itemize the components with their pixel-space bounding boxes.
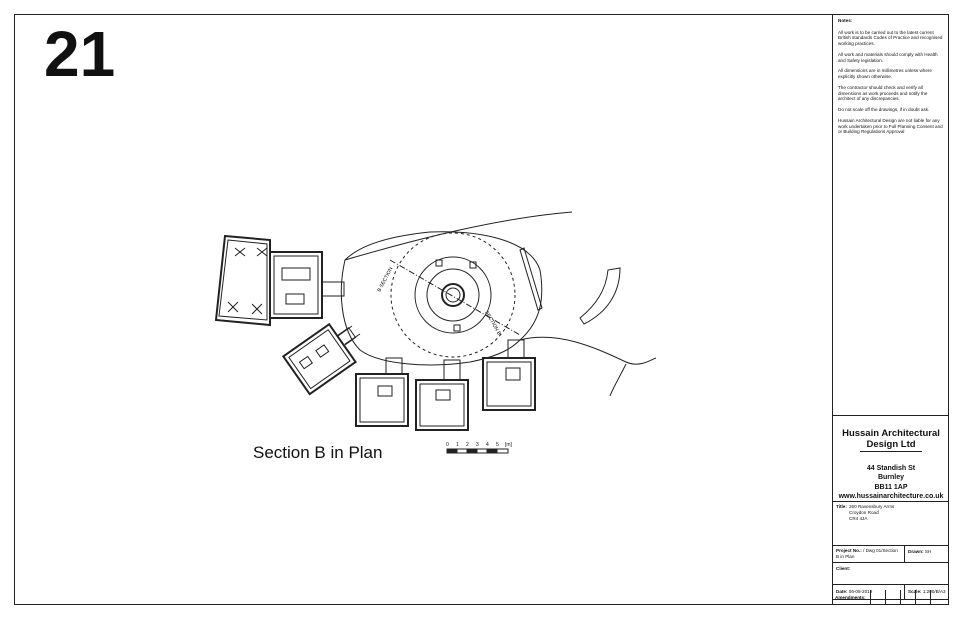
notes-section: Notes: All work is to be carried out to …	[833, 15, 949, 415]
section-label-left: B SECTION	[376, 266, 394, 293]
site-boundary-top	[344, 211, 573, 261]
pod-mid-left	[281, 322, 357, 396]
scale-label: Scale:	[908, 589, 922, 594]
plan-drawing: B SECTION SECTION B 0 1 2 3 4 5 [m]	[214, 211, 657, 454]
scale-tick: 0	[446, 442, 449, 448]
amendment-cell	[870, 590, 880, 605]
client-label: Client:	[836, 566, 851, 571]
ring-outer	[414, 256, 492, 334]
drawing-sheet-border	[14, 14, 949, 605]
drawn-label: Drawn:	[908, 549, 924, 554]
scale-tick: 3	[476, 442, 479, 448]
ring-mid	[426, 268, 480, 322]
scale-tick: 5	[496, 442, 499, 448]
amendments-label: Amendments:	[835, 595, 866, 600]
amendment-cell	[930, 590, 940, 605]
address-line1: 44 Standish St	[866, 464, 916, 472]
scale-tick: 4	[486, 442, 489, 448]
date-row: Date: 06-08-2019 Scale: 1:200/B/A3	[833, 584, 949, 600]
ring-inner	[441, 283, 465, 307]
amendment-cell	[885, 590, 895, 605]
company-website: www.hussainarchitecture.co.uk	[838, 493, 944, 501]
company-name-line1: Hussain Architectural	[842, 428, 940, 439]
amendments-row-divider	[833, 599, 949, 604]
pod-bottom-1	[355, 357, 409, 427]
project-row: Project No.: / Dwg 01/Section B in Plan …	[833, 545, 949, 563]
note-item: Hussain Architectural Design are not lia…	[838, 117, 943, 135]
amendment-cell	[900, 590, 910, 605]
site-boundary-lower	[609, 363, 627, 397]
address-line2: Burnley	[877, 474, 905, 482]
section-line	[389, 259, 521, 336]
title-line3: CR4 4JA	[849, 515, 868, 521]
title-block: Notes: All work is to be carried out to …	[832, 15, 949, 604]
address-line3: BB11 1AP	[874, 483, 908, 491]
scale-tick: 2	[466, 442, 469, 448]
title-row: Title: 260 Ravensbury Arms Croydon Road …	[833, 501, 949, 545]
scale-value: 1:200/B/A3	[922, 589, 946, 594]
date-label: Date:	[836, 589, 848, 594]
pod-left-large	[214, 234, 345, 327]
title-line2: Croydon Road	[849, 509, 879, 515]
note-item: All work and materials should comply wit…	[838, 51, 938, 63]
note-item: The contractor should check and verify a…	[838, 84, 928, 102]
title-line1: 260 Ravensbury Arms	[849, 504, 895, 509]
client-row: Client:	[833, 562, 949, 584]
note-item: All work is to be carried out to the lat…	[838, 29, 943, 47]
drawing-caption: Section B in Plan	[253, 443, 383, 462]
notes-header: Notes:	[838, 18, 853, 23]
drawn-value: SH	[924, 549, 932, 554]
project-label: Project No.:	[836, 548, 862, 553]
pod-bottom-3	[482, 339, 536, 411]
date-value: 06-08-2019	[848, 589, 873, 594]
company-name-line2: Design Ltd	[860, 439, 922, 452]
title-label: Title:	[836, 504, 847, 509]
dashed-circle	[390, 232, 516, 358]
note-item: Do not scale off the drawings, if in dou…	[838, 107, 930, 113]
company-section: Hussain Architectural Design Ltd 44 Stan…	[833, 415, 949, 501]
pod-bottom-2	[415, 359, 469, 431]
note-item: All dimensions are in millimetres unless…	[838, 68, 932, 80]
ring-core	[445, 287, 461, 303]
project-value: / Dwg 01/Section B in Plan	[836, 548, 898, 559]
slanted-bench	[519, 247, 543, 311]
curved-path	[579, 267, 621, 325]
sheet-number: 21	[44, 18, 116, 90]
amendment-cell	[915, 590, 925, 605]
scale-tick: [m]	[505, 442, 513, 448]
scale-tick: 1	[456, 442, 459, 448]
site-boundary-right	[519, 336, 657, 365]
scale-bar	[446, 448, 509, 454]
